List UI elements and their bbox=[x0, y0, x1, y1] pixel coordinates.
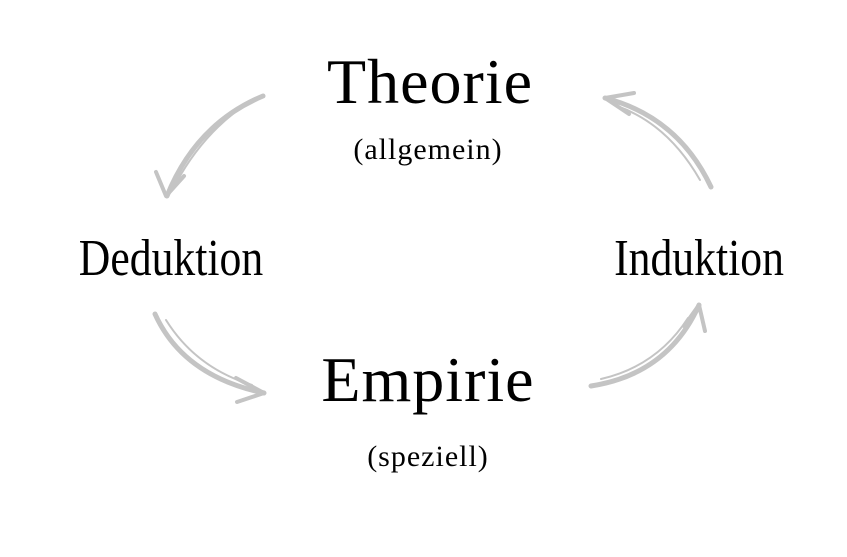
arrow-empiricism-to-induction bbox=[588, 302, 707, 389]
theory-subtitle: (allgemein) bbox=[353, 133, 503, 166]
arrow-theory-to-deduction bbox=[154, 93, 266, 199]
theory-title: Theorie bbox=[327, 46, 533, 117]
deduction-label: Deduktion bbox=[78, 230, 264, 287]
empiricism-title: Empirie bbox=[321, 344, 535, 415]
arrow-deduction-to-empiricism bbox=[152, 311, 267, 404]
arrow-induction-to-theory bbox=[602, 91, 714, 190]
induction-label: Induktion bbox=[614, 230, 784, 287]
empiricism-subtitle: (speziell) bbox=[367, 440, 489, 473]
